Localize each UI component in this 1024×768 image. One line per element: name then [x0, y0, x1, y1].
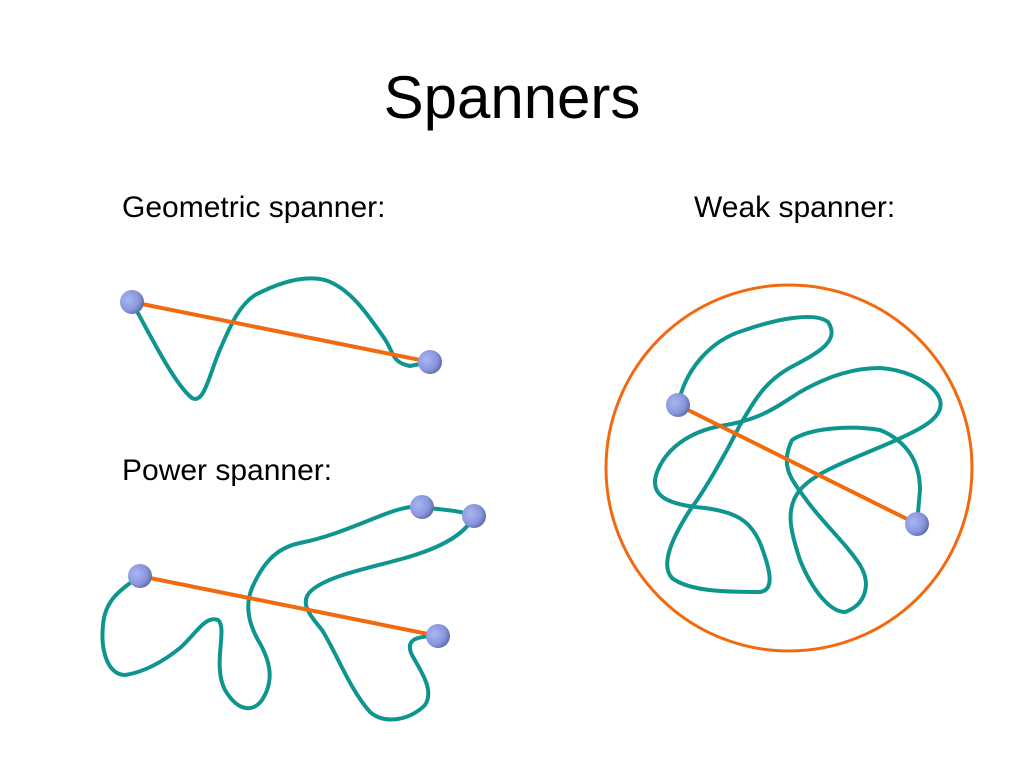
weak-spanner-label: Weak spanner: — [694, 191, 896, 224]
bounding-circle — [604, 283, 974, 653]
node — [462, 504, 486, 528]
node — [410, 495, 434, 519]
straight-edge — [131, 300, 431, 364]
spanner-path — [100, 504, 476, 722]
power-spanner-diagram — [100, 495, 486, 722]
power-spanner-label: Power spanner: — [122, 454, 333, 487]
geometric-spanner-label: Geometric spanner: — [122, 191, 386, 224]
node — [120, 290, 144, 314]
weak-spanner-diagram — [604, 283, 974, 653]
node — [905, 512, 929, 536]
node — [128, 564, 152, 588]
node — [418, 350, 442, 374]
node — [426, 624, 450, 648]
spanner-path — [652, 315, 943, 614]
straight-edge — [139, 574, 439, 638]
straight-edge — [677, 403, 918, 526]
node — [666, 393, 690, 417]
spanner-path — [130, 276, 432, 401]
geometric-spanner-diagram — [120, 276, 442, 401]
slide-title: Spanners — [383, 64, 641, 131]
